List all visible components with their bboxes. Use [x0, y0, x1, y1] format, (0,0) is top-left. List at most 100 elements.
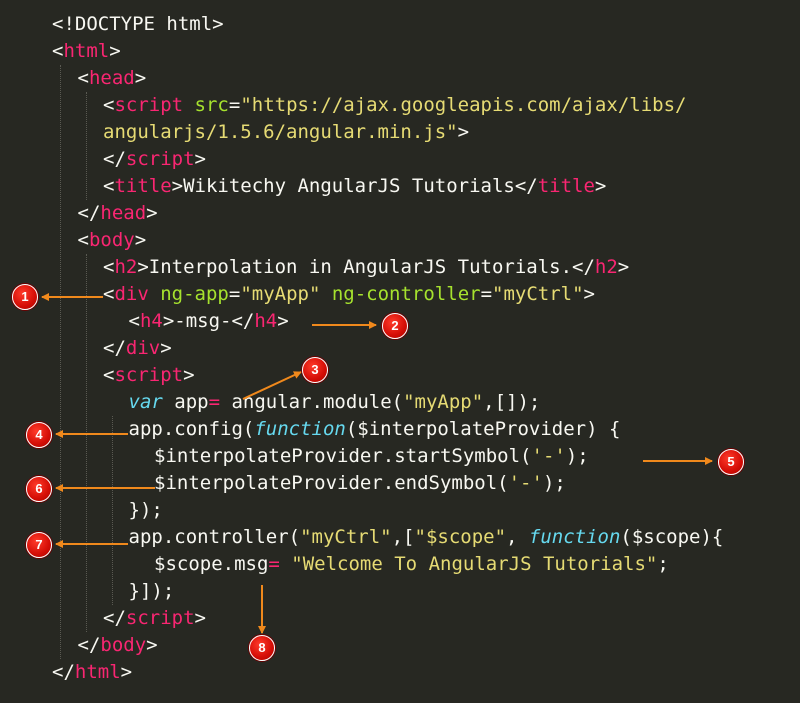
code-token: ); [565, 445, 589, 467]
annotation-badge-7: 7 [26, 532, 52, 558]
code-token: < [103, 94, 115, 116]
annotation-badge-6: 6 [26, 476, 52, 502]
code-token: function [254, 418, 346, 440]
code-token: >Interpolation in AngularJS Tutorials.</ [137, 256, 595, 278]
indent-guide [60, 65, 61, 659]
code-token: div [125, 337, 161, 359]
arrow-3 [242, 371, 302, 400]
code-line[interactable]: </head> [78, 200, 158, 227]
code-line[interactable]: app.controller("myCtrl",["$scope", funct… [129, 524, 724, 551]
indent-guide [112, 416, 113, 605]
code-line[interactable]: </div> [103, 335, 172, 362]
code-token: = [268, 553, 280, 575]
code-token: body [88, 229, 135, 251]
code-token: script [114, 94, 184, 116]
annotation-badge-5: 5 [718, 449, 744, 475]
code-line[interactable]: </script> [103, 146, 206, 173]
code-token: '-' [508, 472, 543, 494]
code-line[interactable]: var app= angular.module("myApp",[]); [129, 389, 541, 416]
code-token: "https://ajax.googleapis.com/ajax/libs/ [240, 94, 687, 116]
code-token: ); [542, 472, 566, 494]
code-token: > [194, 148, 206, 170]
indent-guide [86, 254, 87, 632]
code-line[interactable]: <body> [78, 227, 147, 254]
code-token: > [109, 40, 121, 62]
code-token: > [617, 256, 630, 278]
code-line[interactable]: app.config(function($interpolateProvider… [129, 416, 621, 443]
code-token: < [52, 40, 64, 62]
code-token: </ [103, 607, 126, 629]
code-line[interactable]: <head> [78, 65, 147, 92]
code-token: ng-controller [331, 283, 481, 305]
code-token: > [194, 607, 206, 629]
code-token: app [162, 391, 209, 413]
code-token: app.config( [128, 418, 255, 440]
code-token: "Welcome To AngularJS Tutorials" [291, 553, 658, 575]
code-token: >Wikitechy AngularJS Tutorials</ [171, 175, 538, 197]
code-line[interactable]: angularjs/1.5.6/angular.min.js"> [103, 119, 469, 146]
code-line[interactable]: $scope.msg= "Welcome To AngularJS Tutori… [154, 551, 669, 578]
code-token: > [146, 634, 158, 656]
code-token: < [103, 283, 115, 305]
code-token: "$scope" [414, 526, 507, 548]
code-token: > [594, 175, 607, 197]
code-token: </ [103, 148, 126, 170]
code-token: < [103, 256, 115, 278]
code-token: ($scope){ [620, 526, 724, 548]
code-line[interactable]: <h2>Interpolation in AngularJS Tutorials… [103, 254, 629, 281]
code-line[interactable]: <script src="https://ajax.googleapis.com… [103, 92, 686, 119]
code-token: > [457, 121, 470, 143]
code-line[interactable]: }); [129, 497, 163, 524]
code-token: $interpolateProvider.endSymbol( [154, 472, 509, 494]
code-token: = [208, 391, 221, 413]
code-token: '-' [531, 445, 566, 467]
annotation-badge-1: 1 [12, 284, 38, 310]
annotation-badge-3: 3 [302, 357, 328, 383]
code-line[interactable]: </html> [52, 659, 132, 686]
code-line[interactable]: <script> [103, 362, 195, 389]
code-token: ; [657, 553, 669, 575]
code-token: title [114, 175, 172, 197]
code-token: html [63, 40, 110, 62]
code-line[interactable]: $interpolateProvider.endSymbol('-'); [154, 470, 566, 497]
code-token: <!DOCTYPE html> [52, 13, 224, 35]
code-token: = [480, 283, 493, 305]
code-token: var [128, 391, 163, 413]
code-token: angularjs/1.5.6/angular.min.js" [103, 121, 458, 143]
code-token: "myApp" [240, 283, 321, 305]
code-token: = [228, 283, 241, 305]
code-token: "myCtrl" [492, 283, 584, 305]
code-token: head [88, 67, 135, 89]
code-token: ($interpolateProvider) { [345, 418, 621, 440]
code-line[interactable]: </body> [78, 632, 158, 659]
code-line[interactable]: $interpolateProvider.startSymbol('-'); [154, 443, 589, 470]
code-token: </ [52, 661, 75, 683]
code-line[interactable]: <h4>-msg-</h4> [129, 308, 289, 335]
code-token: > [146, 202, 158, 224]
code-line[interactable]: <title>Wikitechy AngularJS Tutorials</ti… [103, 173, 606, 200]
code-token: > [134, 67, 147, 89]
annotation-badge-8: 8 [249, 635, 275, 661]
code-token: </ [77, 202, 101, 224]
code-token: body [100, 634, 147, 656]
code-line[interactable]: <div ng-app="myApp" ng-controller="myCtr… [103, 281, 595, 308]
code-token: h4 [254, 310, 278, 332]
code-line[interactable]: </script> [103, 605, 206, 632]
code-token: }); [128, 499, 163, 521]
code-token: > [120, 661, 133, 683]
code-token: ,[]); [483, 391, 541, 413]
code-token: < [128, 310, 140, 332]
code-token: > [583, 283, 595, 305]
code-line[interactable]: <!DOCTYPE html> [52, 11, 224, 38]
code-token: < [77, 229, 89, 251]
code-token: h4 [139, 310, 163, 332]
code-token: > [183, 364, 195, 386]
code-token: </ [77, 634, 101, 656]
code-line[interactable]: }]); [129, 578, 175, 605]
code-token: "myApp" [403, 391, 484, 413]
code-token: > [160, 337, 172, 359]
code-token: >-msg-</ [162, 310, 255, 332]
code-line[interactable]: <html> [52, 38, 121, 65]
